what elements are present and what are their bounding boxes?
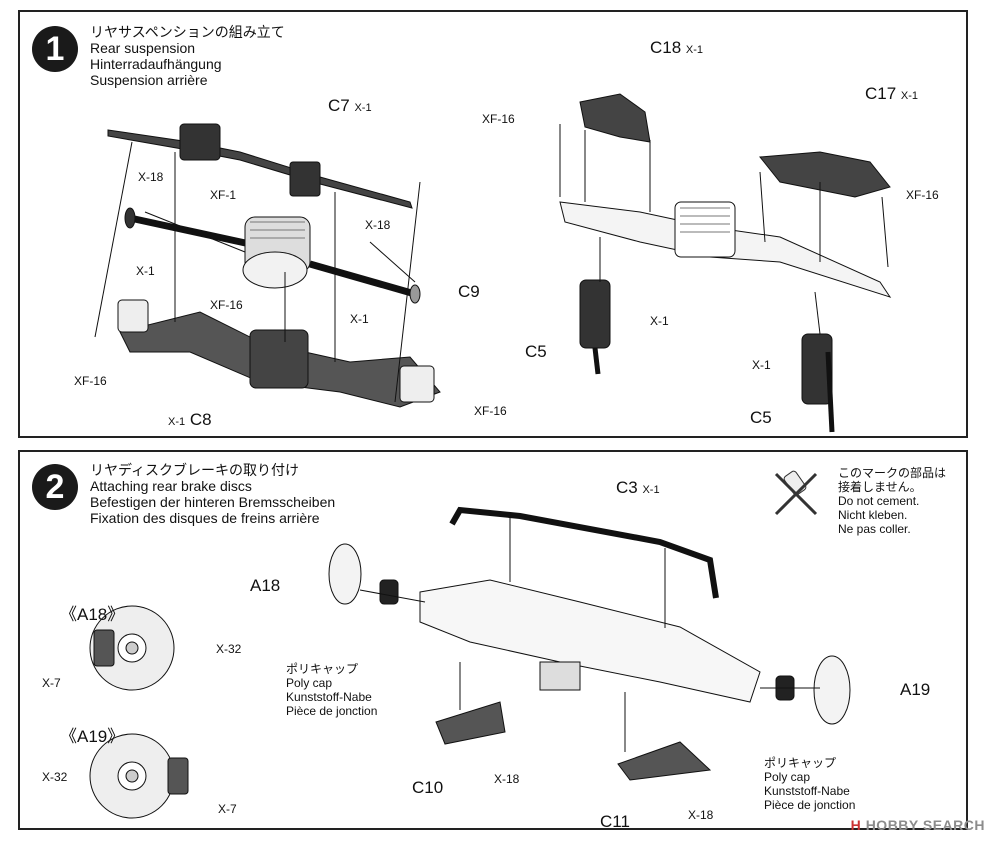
label-c7: C7 X-1 <box>328 96 372 115</box>
title-fr: Fixation des disques de freins arrière <box>90 510 320 526</box>
lower-axle-housing <box>119 311 441 408</box>
label-c10-screw: X-18 <box>494 772 520 786</box>
label-xf16-d: XF-16 <box>482 112 515 126</box>
stabilizer-bar-c3 <box>449 506 719 599</box>
label-c11: C11 <box>600 812 630 831</box>
label-xf16-e: XF-16 <box>906 188 939 202</box>
label-c5-b-screw: X-1 <box>752 358 771 372</box>
disc-a18 <box>328 543 399 605</box>
knuckle-right <box>399 365 435 403</box>
label-c3: C3 X-1 <box>616 478 660 497</box>
detail-a18-title: 《A18》 <box>60 605 125 624</box>
do-not-cement-note: このマークの部品は 接着しません。 Do not cement. Nicht k… <box>838 466 946 536</box>
label-a19: A19 <box>900 680 931 699</box>
shock-c5-right <box>801 333 835 433</box>
title-jp: リヤサスペンションの組み立て <box>90 24 285 40</box>
step-1-panel: 1 リヤサスペンションの組み立て Rear suspension Hinterr… <box>18 10 968 438</box>
title-de: Hinterradaufhängung <box>90 56 222 72</box>
step-title: リヤディスクブレーキの取り付け Attaching rear brake dis… <box>90 462 335 526</box>
label-a18: A18 <box>250 576 281 595</box>
suspension-assembly-drawing <box>94 93 892 433</box>
knuckle-left <box>117 299 149 333</box>
disc-a18-detail <box>89 605 175 691</box>
note-fr: Ne pas coller. <box>838 522 911 536</box>
polycap-de: Kunststoff-Nabe <box>764 784 850 798</box>
label-c5-a: C5 <box>525 342 547 361</box>
detail-a18-x7: X-7 <box>42 676 61 690</box>
label-c10: C10 <box>412 778 444 797</box>
label-c18: C18 X-1 <box>650 38 704 57</box>
label-c9: C9 <box>458 282 480 301</box>
polycap-left-callout: ポリキャップ Poly cap Kunststoff-Nabe Pièce de… <box>286 662 377 718</box>
label-x18-b: X-18 <box>365 218 391 232</box>
disc-a19 <box>775 655 851 725</box>
axle-shaft <box>124 207 421 304</box>
polycap-en: Poly cap <box>286 676 333 690</box>
polycap-jp: ポリキャップ <box>764 756 837 770</box>
differential-housing <box>242 216 311 289</box>
disc-a19-detail <box>89 733 189 819</box>
label-x18-a: X-18 <box>138 170 164 184</box>
label-xf16-a: XF-16 <box>210 298 243 312</box>
label-c8: X-1 C8 <box>168 410 212 429</box>
watermark-text: HOBBY SEARCH <box>865 817 985 833</box>
label-xf1: XF-1 <box>210 188 237 202</box>
title-jp: リヤディスクブレーキの取り付け <box>90 462 300 478</box>
label-x1-a: X-1 <box>136 264 155 278</box>
watermark: H HOBBY SEARCH <box>851 817 985 833</box>
detail-a19-title: 《A19》 <box>60 727 125 746</box>
note-en: Do not cement. <box>838 494 920 508</box>
mount-c10 <box>435 701 506 745</box>
brake-disc-drawing <box>89 470 851 819</box>
note-jp-2: 接着しません。 <box>838 480 922 494</box>
step-2-panel: 2 リヤディスクブレーキの取り付け Attaching rear brake d… <box>18 450 968 831</box>
label-c17: C17 X-1 <box>865 84 919 103</box>
title-fr: Suspension arrière <box>90 72 208 88</box>
polycap-fr: Pièce de jonction <box>764 798 856 812</box>
polycap-jp: ポリキャップ <box>286 662 359 676</box>
upper-link-c18 <box>579 93 651 143</box>
polycap-en: Poly cap <box>764 770 811 784</box>
axle-chassis <box>419 579 761 703</box>
title-en: Rear suspension <box>90 40 196 56</box>
mount-c11 <box>617 741 712 781</box>
label-c5-a-screw: X-1 <box>650 314 669 328</box>
upper-link-c17 <box>759 151 891 198</box>
label-xf16-b: XF-16 <box>74 374 107 388</box>
detail-a19-x32: X-32 <box>42 770 68 784</box>
assembled-axle <box>559 201 892 298</box>
note-jp-1: このマークの部品は <box>838 466 947 480</box>
step-title: リヤサスペンションの組み立て Rear suspension Hinterrad… <box>90 24 285 88</box>
polycap-right-callout: ポリキャップ Poly cap Kunststoff-Nabe Pièce de… <box>764 756 855 812</box>
label-c11-screw: X-18 <box>688 808 714 822</box>
polycap-de: Kunststoff-Nabe <box>286 690 372 704</box>
title-de: Befestigen der hinteren Bremsscheiben <box>90 494 336 510</box>
step-number: 1 <box>32 26 78 72</box>
upper-link-arm <box>107 123 413 209</box>
label-x1-b: X-1 <box>350 312 369 326</box>
no-cement-icon <box>774 470 818 516</box>
detail-a18-x32: X-32 <box>216 642 242 656</box>
label-xf16-c: XF-16 <box>474 404 507 418</box>
title-en: Attaching rear brake discs <box>90 478 252 494</box>
note-de: Nicht kleben. <box>838 508 908 522</box>
step-number: 2 <box>32 464 78 510</box>
shock-c5-left <box>579 279 611 375</box>
label-c5-b: C5 <box>750 408 772 427</box>
watermark-logo: H <box>850 817 862 833</box>
detail-a19-x7: X-7 <box>218 802 237 816</box>
polycap-fr: Pièce de jonction <box>286 704 378 718</box>
